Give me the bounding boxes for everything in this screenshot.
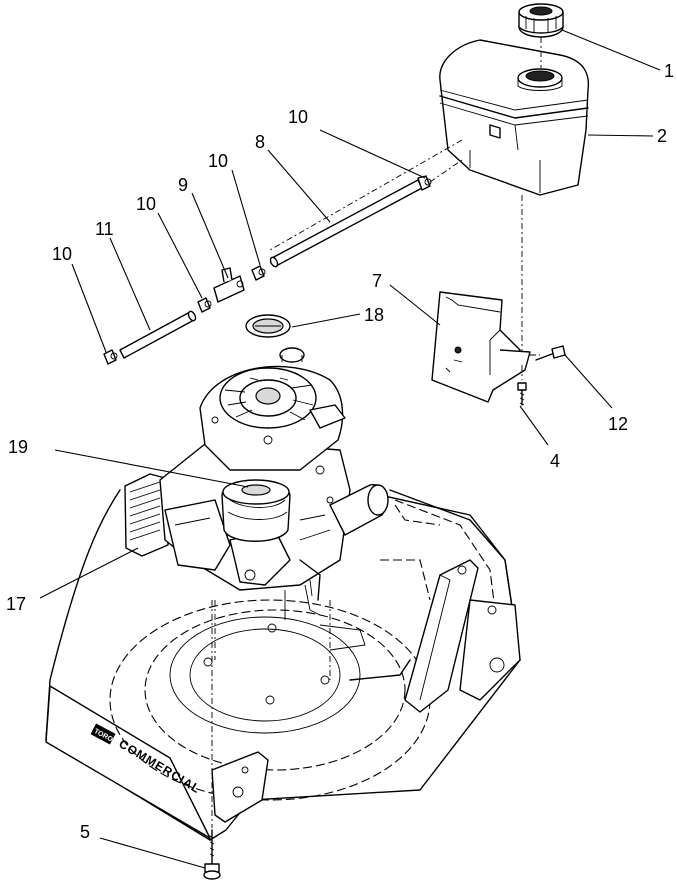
hose-clamp [103,349,118,365]
fuel-line-lower [119,310,197,359]
leader-lines [39,29,661,869]
bracket-bolt [535,345,566,361]
hose-clamp [251,265,266,281]
callout-8: 8 [255,132,265,152]
tank-bracket [431,291,531,403]
fuel-valve [213,267,245,303]
air-cleaner [221,479,291,542]
callout-18: 18 [364,305,384,325]
callout-10-top: 10 [288,107,308,127]
fuel-cap [518,3,564,38]
callout-2: 2 [657,126,667,146]
bracket-screw [517,382,527,406]
callout-17: 17 [6,594,26,614]
callout-10-valve: 10 [208,151,228,171]
decal [245,314,291,338]
fuel-tank [439,39,590,196]
fuel-line-upper [269,179,423,268]
callout-1: 1 [664,61,674,81]
callout-9: 9 [178,175,188,195]
engine [124,347,389,601]
callout-5: 5 [80,822,90,842]
hose-clamp [197,297,212,313]
callout-10-middle: 10 [136,194,156,214]
callout-labels: 1 2 4 5 7 8 9 10 10 10 10 11 12 17 18 19 [6,61,674,842]
callout-10-end: 10 [52,244,72,264]
callout-12: 12 [608,414,628,434]
callout-4: 4 [550,451,560,471]
callout-7: 7 [372,271,382,291]
callout-19: 19 [8,437,28,457]
mower-deck [45,489,521,841]
bolt [203,829,221,880]
callout-11: 11 [95,219,114,239]
